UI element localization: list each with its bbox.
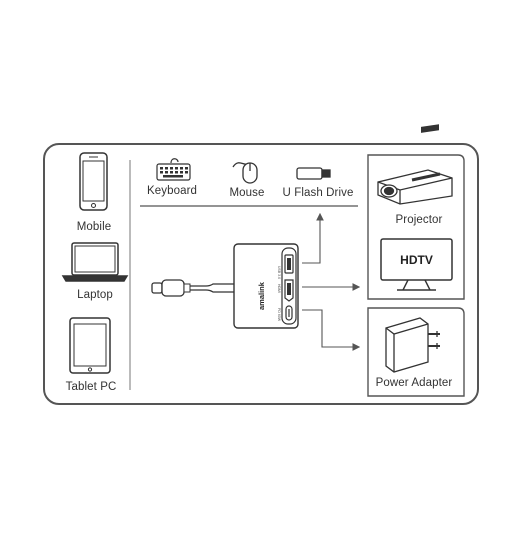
diagram-frame	[43, 143, 479, 405]
label-projector: Projector	[395, 214, 443, 226]
hub-brand-text: amalink	[257, 281, 266, 310]
label-power-adapter: Power Adapter	[375, 377, 453, 389]
connector-to-power-adapter	[302, 309, 361, 351]
output-panel	[367, 154, 465, 300]
label-tablet-pc: Tablet PC	[65, 381, 117, 393]
smartphone-icon	[79, 152, 108, 211]
usb-c-hub-icon: USB 3.0 HDMI PD 60W	[233, 243, 299, 329]
svg-text:HDMI: HDMI	[277, 284, 281, 293]
label-mouse: Mouse	[229, 187, 265, 199]
label-mobile: Mobile	[76, 221, 112, 233]
connector-to-flash-drive	[302, 212, 324, 264]
svg-text:USB 3.0: USB 3.0	[277, 266, 281, 279]
projector-icon	[377, 124, 453, 205]
power-adapter-box	[367, 307, 465, 397]
laptop-icon	[61, 242, 129, 282]
usb-c-cable-icon	[151, 279, 234, 297]
hdtv-icon	[380, 238, 453, 291]
power-adapter-icon	[385, 317, 440, 373]
usb-flash-drive-icon	[296, 167, 331, 180]
svg-text:PD 60W: PD 60W	[277, 308, 281, 322]
label-keyboard: Keyboard	[146, 185, 198, 197]
label-laptop: Laptop	[77, 289, 113, 301]
keyboard-icon	[156, 158, 191, 181]
hdtv-screen-text: HDTV	[400, 253, 433, 267]
mouse-icon	[232, 162, 258, 184]
label-u-flash-drive: U Flash Drive	[282, 187, 354, 199]
tablet-icon	[69, 317, 111, 374]
